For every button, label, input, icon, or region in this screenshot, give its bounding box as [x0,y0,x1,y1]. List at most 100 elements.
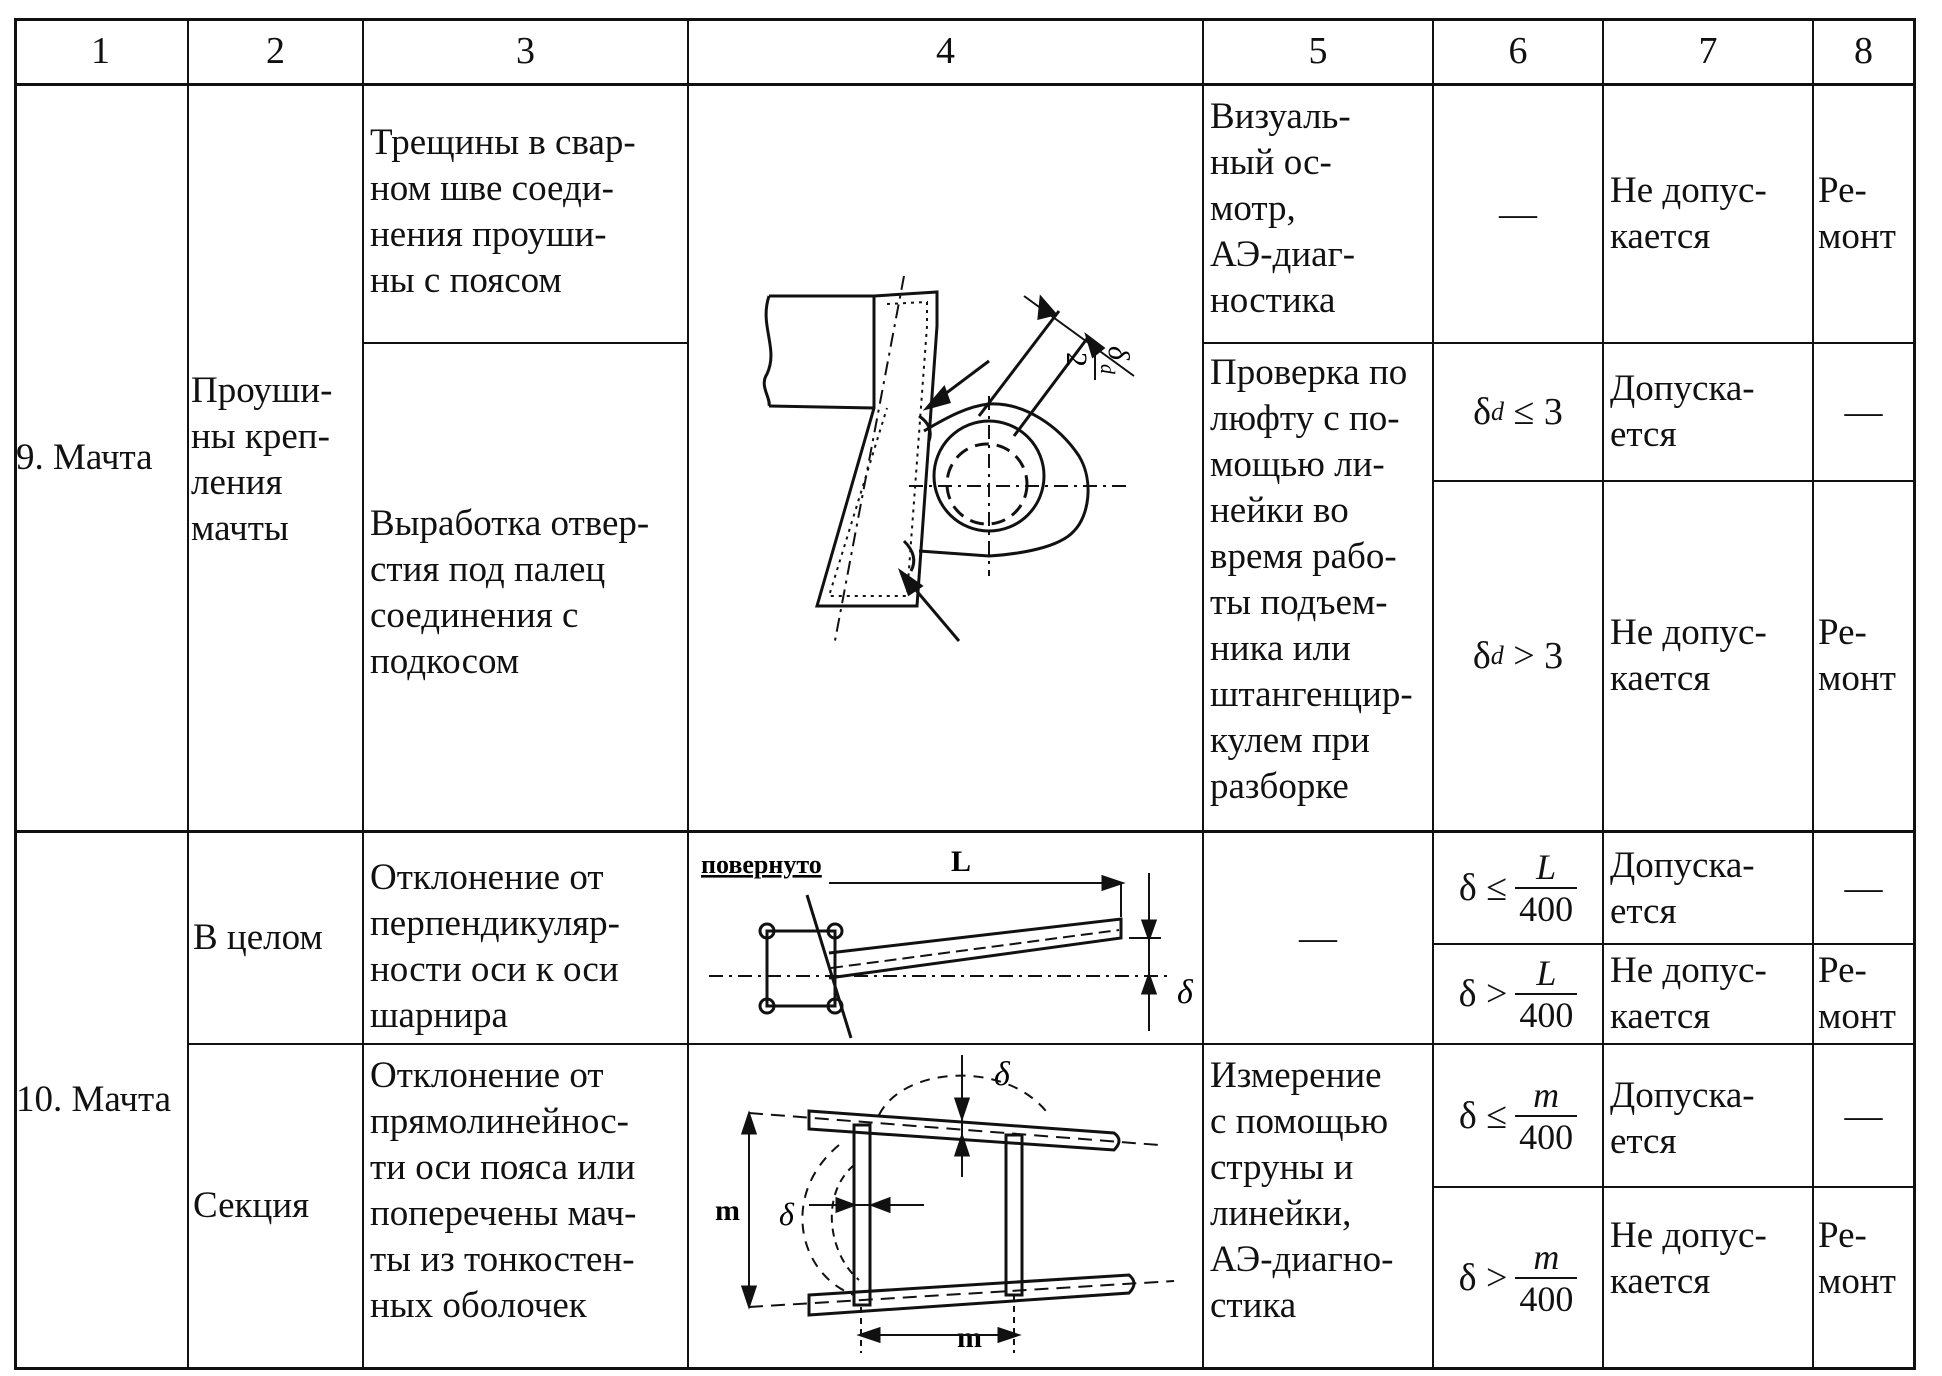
value-operator: δ > [1458,1256,1508,1299]
rotated-axis [805,894,853,1039]
action-cell: — [1844,1094,1883,1137]
dimension-extension [1012,335,1091,437]
method-cell: Проверка по люфту с по- мощью ли- нейки … [1210,352,1413,807]
header-col-4: 4 [936,29,955,72]
row-divider [1432,480,1913,482]
fraction-numerator: m [1533,1236,1560,1277]
row-divider [14,830,1913,833]
beam-outline [768,294,875,410]
value-subscript: d [1491,397,1505,426]
deflection-label: δ [994,1056,1011,1093]
action-cell: Ре- монт [1818,1215,1896,1302]
col-divider [1432,18,1434,1367]
row-divider [187,1043,1913,1045]
header-col-1: 1 [91,29,110,72]
hinge-circle [758,922,776,940]
offset-label: δ [779,1196,795,1232]
method-cell: Измерение с помощью струны и линейки, АЭ… [1210,1055,1394,1326]
defect-cell: Выработка отвер- стия под палец соединен… [370,503,650,682]
fraction-numerator: L [1536,847,1557,887]
top-chord-axis [748,1112,1160,1146]
row-divider [1432,943,1913,945]
header-col-3: 3 [516,29,535,72]
dimension-extension [977,310,1061,417]
arrow-head [868,1196,891,1214]
defect-cell: Отклонение от прямолинейнос- ти оси пояс… [370,1055,637,1326]
value-cell: δ > m 400 [1434,1188,1602,1367]
arrow-head [1140,919,1158,943]
header-col-5: 5 [1308,29,1328,72]
deflection-arc [801,1144,855,1296]
decision-cell: Не допус- кается [1610,1215,1767,1302]
row-divider [1432,1186,1913,1188]
value-fraction: L 400 [1515,847,1578,929]
action-cell: Ре- монт [1818,170,1896,257]
header-col-7: 7 [1698,29,1718,72]
fraction-bar [1515,887,1578,889]
action-cell: Ре- монт [1818,950,1896,1037]
section-width-label: m [715,1194,740,1227]
arrow-head [740,1285,758,1310]
header-col-2: 2 [266,29,285,72]
deviation-label: δ [1177,974,1194,1011]
hinge-square [765,929,837,1008]
mast-outline [828,917,1123,980]
fraction-numerator: m [1533,1074,1560,1115]
perpendicularity-figure: повернуто L δ [701,845,1194,1039]
deflection-arc [878,1074,1050,1116]
value-operator: ≤ [1513,391,1535,433]
break-line [762,295,773,407]
hinge-circle [758,997,776,1015]
chord-outline [815,290,939,608]
arrow-head [953,1097,971,1122]
header-divider [14,83,1913,86]
mast-axis [830,929,1120,969]
decision-cell: Допуска- ется [1610,1075,1755,1162]
value-symbol: δ [1472,635,1491,677]
fraction-denominator: 400 [1519,995,1574,1035]
action-cell: Ре- монт [1818,612,1896,699]
value-fraction: m 400 [1515,1236,1578,1319]
value-operator: > [1513,635,1535,677]
value-operator: δ > [1458,973,1508,1015]
decision-cell: Допуска- ется [1610,845,1755,932]
col-divider [1202,18,1204,1367]
wear-label-subscript: d [1096,364,1118,375]
arrow-head [1101,874,1126,892]
wear-label-numerator: δ [1102,346,1135,361]
lug-plate [918,402,1090,558]
hole-outline [932,419,1046,533]
fraction-bar [1515,1114,1578,1117]
table-frame [14,18,1916,1370]
defects-table: 1 2 3 4 5 6 7 8 9. Мачта Проуши- ны креп… [14,18,1916,1370]
arrow-head [897,568,924,597]
header-col-6: 6 [1508,29,1528,72]
fraction-bar [1515,1276,1578,1279]
method-cell: Визуаль- ный ос- мотр, АЭ-диаг- ностика [1210,96,1356,321]
value-number: 3 [1544,635,1564,677]
arrow-head [922,385,951,411]
assembly-cell: 10. Мачта [16,1079,171,1120]
top-chord [807,1109,1121,1152]
defect-cell: Трещины в свар- ном шве соеди- нения про… [370,122,636,301]
weld-mark [918,414,932,442]
value-symbol: δ [1473,391,1492,433]
value-subscript: d [1490,641,1504,670]
row-divider [1202,342,1913,344]
arrow-head [997,1326,1022,1344]
action-cell: — [1844,867,1883,909]
value-cell: δ ≤ m 400 [1434,1045,1602,1186]
spacing-label: m [957,1321,982,1354]
fraction-numerator: L [1536,953,1557,993]
weld-mark [902,539,916,572]
value-cell: δ ≤ L 400 [1434,833,1602,943]
weld-seam [827,300,928,597]
col-divider [187,18,189,1367]
bottom-chord-axis [748,1280,1175,1308]
defect-cell: Отклонение от перпендикуляр- ности оси к… [370,857,621,1036]
col-divider [687,18,689,1367]
assembly-cell: 9. Мачта [16,437,153,478]
col-divider [1602,18,1604,1367]
row-divider [362,342,689,344]
